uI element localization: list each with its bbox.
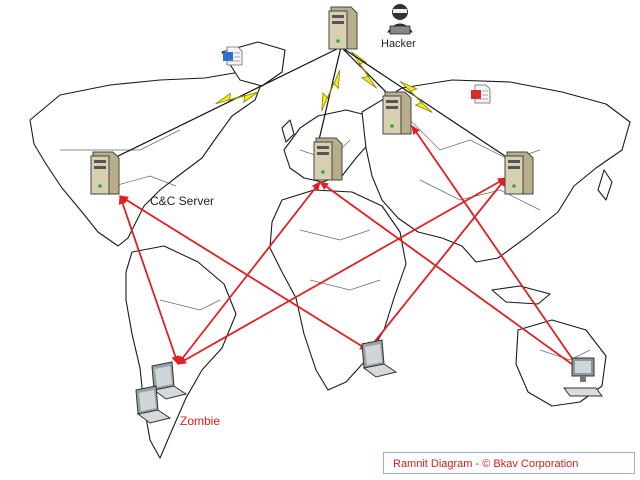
hacker-link-cnc-europe [317,46,342,145]
hacker-icon [386,4,414,35]
infection-arrow [177,177,507,365]
server-tower-icon [328,6,358,50]
cnc-server-label: C&C Server [150,194,215,208]
map-japan [597,169,613,201]
pdf-document-icon [471,84,491,104]
lightning-bolt-icon [215,91,259,105]
map-uk [281,119,295,143]
word-document-icon [223,46,243,66]
lightning-bolt-icon [321,70,341,112]
server-tower-icon [504,151,534,195]
desktop-computer-icon [563,357,603,397]
hacker-link-cnc-america [109,46,342,161]
zombie-label: Zombie [180,414,221,428]
laptop-icon [135,385,172,424]
infection-arrow [177,181,321,365]
infection-arrow [118,195,180,365]
hacker-label: Hacker [381,38,416,50]
infection-arrow [411,125,581,371]
server-tower-icon [90,151,120,195]
infection-arrow [367,177,507,351]
map-north-america [29,71,263,247]
lightning-bolt-icon [399,81,433,113]
server-tower-icon [382,91,412,135]
laptop-icon [361,339,398,378]
server-tower-icon [313,137,343,181]
lightning-bolt-icon [350,51,378,89]
laptop-icon [151,361,188,400]
diagram-caption: Ramnit Diagram - © Bkav Corporation [383,452,635,474]
